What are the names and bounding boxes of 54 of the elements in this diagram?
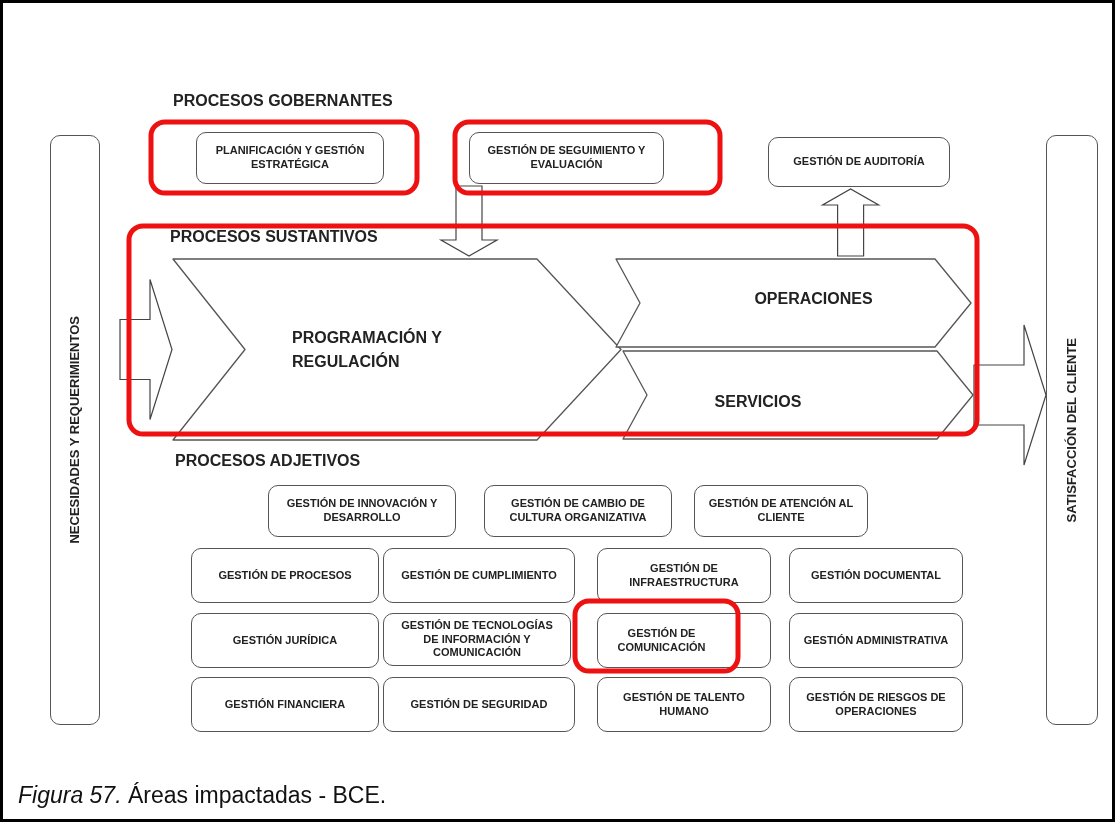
- node-text: GESTIÓN DE SEGURIDAD: [410, 697, 548, 712]
- process-box: [597, 548, 771, 603]
- process-box: [383, 548, 575, 603]
- vertical-band: [1046, 135, 1098, 725]
- section-heading: PROCESOS GOBERNANTES: [173, 92, 393, 110]
- node-text: PROGRAMACIÓN Y REGULACIÓN: [292, 327, 443, 372]
- node-text: GESTIÓN DE RIESGOS DE OPERACIONES: [805, 690, 947, 719]
- process-box: [196, 132, 384, 184]
- node-text: GESTIÓN DE INNOVACIÓN Y DESARROLLO: [285, 497, 439, 525]
- node-text: NECESIDADES Y REQUERIMIENTOS: [66, 316, 83, 544]
- node-text: GESTIÓN DOCUMENTAL: [811, 568, 941, 583]
- node-text: GESTIÓN DE TALENTO HUMANO: [622, 690, 746, 719]
- node-text: GESTIÓN DE TECNOLOGÍAS DE INFORMACIÓN Y COMUNICACIÓN: [400, 618, 554, 661]
- node-text: GESTIÓN DE ATENCIÓN AL CLIENTE: [707, 497, 855, 525]
- process-box: [484, 485, 672, 537]
- process-box: [597, 613, 771, 668]
- process-box: [191, 548, 379, 603]
- process-box: [789, 677, 963, 732]
- node-text: OPERACIONES: [754, 289, 873, 309]
- node-text: PLANIFICACIÓN Y GESTIÓN ESTRATÉGICA: [214, 144, 366, 172]
- figure-caption: Figura 57. Áreas impactadas - BCE.: [18, 782, 387, 809]
- block-arrow: [973, 324, 1047, 466]
- node-text: GESTIÓN FINANCIERA: [224, 697, 346, 712]
- process-box: [469, 132, 664, 184]
- chevron-shape: [622, 350, 974, 440]
- node-text: GESTIÓN DE CAMBIO DE CULTURA ORGANIZATIVA: [508, 497, 648, 525]
- block-arrow: [119, 278, 173, 421]
- process-box: [597, 677, 771, 732]
- node-text: GESTIÓN DE PROCESOS: [218, 568, 352, 583]
- chevron-shape: [615, 258, 972, 348]
- process-box: [191, 613, 379, 668]
- process-box: [789, 548, 963, 603]
- node-text: SERVICIOS: [714, 392, 802, 412]
- node-text: GESTIÓN DE AUDITORÍA: [793, 155, 925, 169]
- block-arrow: [438, 185, 500, 257]
- process-box: [383, 677, 575, 732]
- vertical-band: [50, 135, 100, 725]
- node-text: GESTIÓN DE CUMPLIMIENTO: [401, 568, 557, 583]
- node-text: GESTIÓN DE SEGUIMIENTO Y EVALUACIÓN: [486, 144, 647, 172]
- process-box: [268, 485, 456, 537]
- section-heading: PROCESOS ADJETIVOS: [175, 452, 361, 470]
- process-box: [383, 613, 571, 666]
- process-box: [768, 137, 950, 187]
- chevron-shape: [172, 258, 622, 441]
- block-arrow: [820, 188, 881, 257]
- node-text: GESTIÓN DE INFRAESTRUCTURA: [628, 561, 740, 590]
- node-text: SATISFACCIÓN DEL CLIENTE: [1063, 337, 1080, 523]
- node-text: GESTIÓN DE COMUNICACIÓN: [616, 626, 707, 655]
- section-heading: PROCESOS SUSTANTIVOS: [170, 228, 378, 246]
- process-box: [694, 485, 868, 537]
- process-box: [191, 677, 379, 732]
- process-box: [789, 613, 963, 668]
- node-text: GESTIÓN ADMINISTRATIVA: [803, 633, 949, 648]
- node-text: GESTIÓN JURÍDICA: [232, 633, 338, 648]
